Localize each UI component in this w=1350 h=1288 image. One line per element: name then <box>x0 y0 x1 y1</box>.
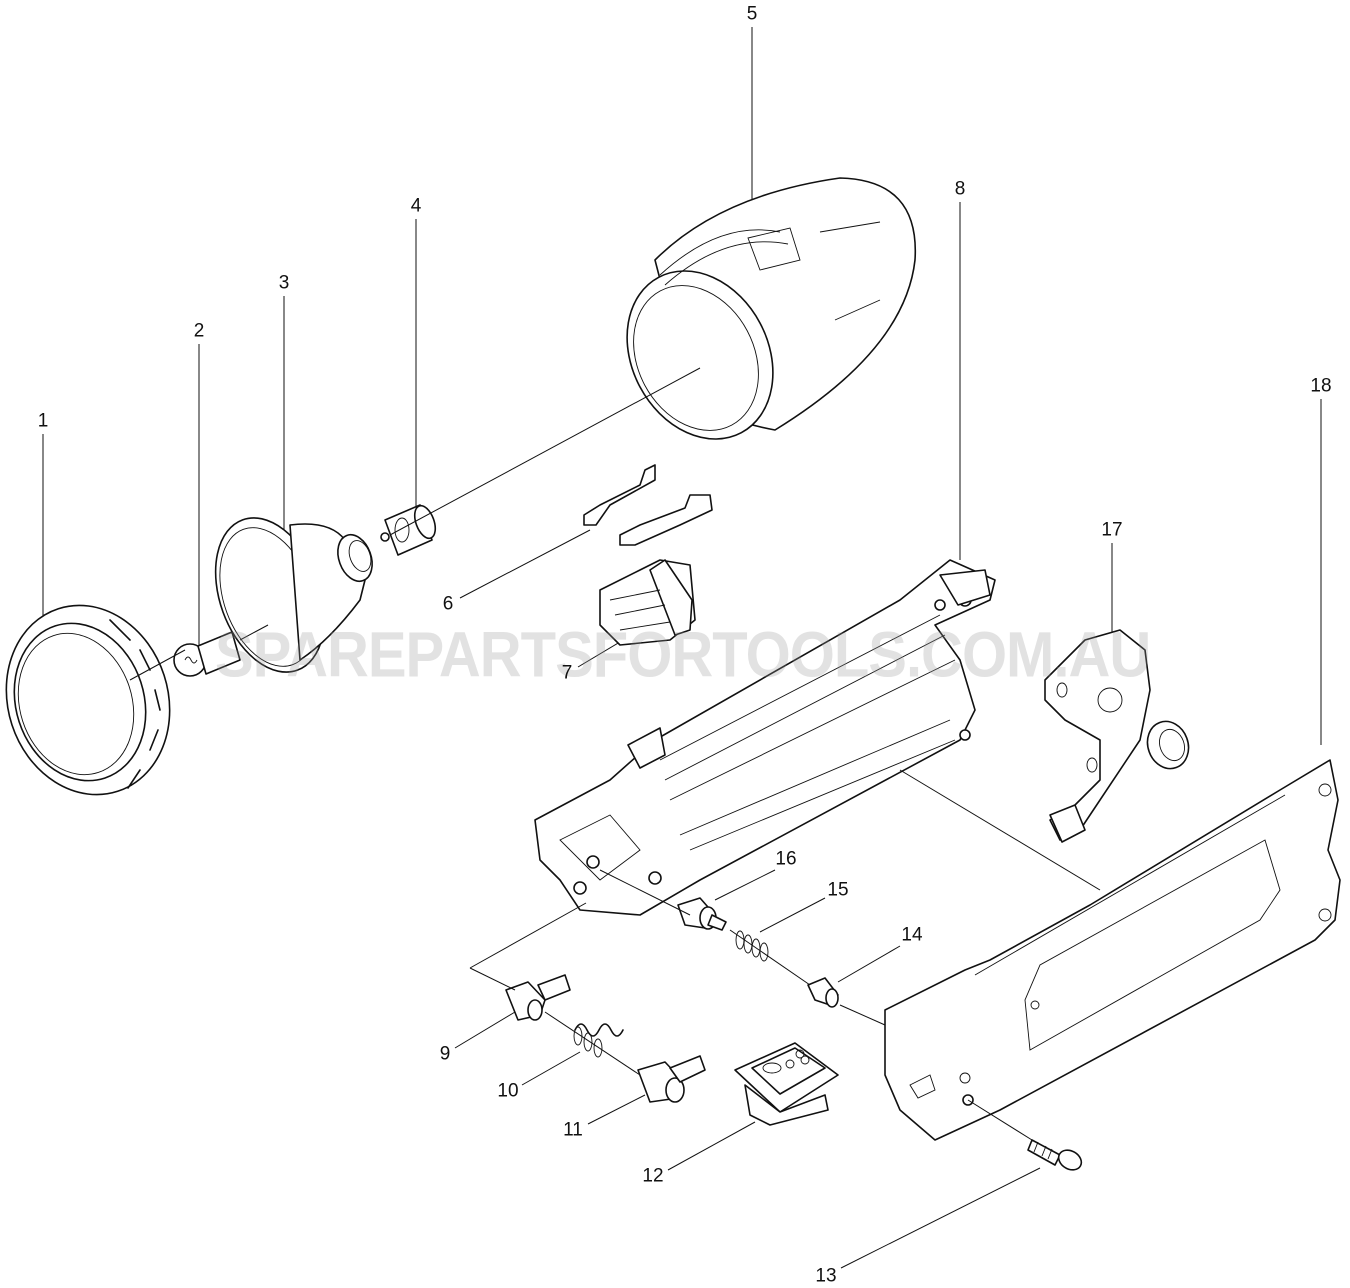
part-label-4[interactable]: 4 <box>410 195 422 217</box>
part-label-7[interactable]: 7 <box>561 662 573 684</box>
part-label-11[interactable]: 11 <box>563 1119 583 1141</box>
part-15-spring-icon[interactable] <box>735 930 769 962</box>
part-8-housing-frame-icon[interactable] <box>534 559 996 916</box>
part-1-lens-ring-icon[interactable] <box>0 584 194 816</box>
part-16-plunger-icon[interactable] <box>677 897 727 931</box>
leader-lines <box>42 27 1322 1269</box>
part-label-9[interactable]: 9 <box>439 1043 451 1065</box>
leader-line-9 <box>454 1011 516 1049</box>
part-label-2[interactable]: 2 <box>193 320 205 342</box>
part-13-screw-icon[interactable] <box>1027 1139 1085 1174</box>
leader-line-6 <box>459 529 591 599</box>
part-label-3[interactable]: 3 <box>278 272 290 294</box>
part-label-17[interactable]: 17 <box>1101 519 1123 541</box>
leader-line-10 <box>521 1051 581 1086</box>
part-17-hook-bracket-icon[interactable] <box>1044 629 1195 843</box>
part-10-spring-icon[interactable] <box>573 1023 624 1058</box>
part-label-8[interactable]: 8 <box>954 178 966 200</box>
part-6-contact-springs-icon[interactable] <box>583 464 713 546</box>
leader-line-11 <box>587 1094 646 1125</box>
part-label-10[interactable]: 10 <box>497 1080 519 1102</box>
assembly-guide-lines <box>129 367 1101 1141</box>
part-label-16[interactable]: 16 <box>775 848 797 870</box>
part-label-18[interactable]: 18 <box>1310 375 1332 397</box>
leader-line-12 <box>667 1121 756 1171</box>
leader-line-16 <box>714 869 776 901</box>
part-7-switch-holder-icon[interactable] <box>599 559 696 646</box>
part-label-5[interactable]: 5 <box>746 3 758 25</box>
part-label-12[interactable]: 12 <box>642 1165 664 1187</box>
part-5-head-cover-icon[interactable] <box>599 177 917 465</box>
part-3-reflector-icon[interactable] <box>196 503 379 688</box>
part-label-15[interactable]: 15 <box>827 879 849 901</box>
part-14-pin-icon[interactable] <box>807 977 839 1008</box>
leader-line-15 <box>759 897 826 933</box>
part-label-14[interactable]: 14 <box>901 924 923 946</box>
part-12-switch-button-icon[interactable] <box>734 1042 839 1126</box>
part-label-1[interactable]: 1 <box>37 410 49 432</box>
part-11-terminal-icon[interactable] <box>637 1055 706 1103</box>
part-18-housing-cover-icon[interactable] <box>884 759 1341 1141</box>
leader-line-13 <box>840 1167 1041 1269</box>
watermark: SPAREPARTSFORTOOLS.COM.AU <box>215 619 1151 691</box>
part-label-6[interactable]: 6 <box>442 593 454 615</box>
part-9-terminal-icon[interactable] <box>505 974 571 1021</box>
part-4-socket-icon[interactable] <box>380 503 439 556</box>
leader-line-14 <box>837 945 901 983</box>
part-label-13[interactable]: 13 <box>815 1265 837 1287</box>
